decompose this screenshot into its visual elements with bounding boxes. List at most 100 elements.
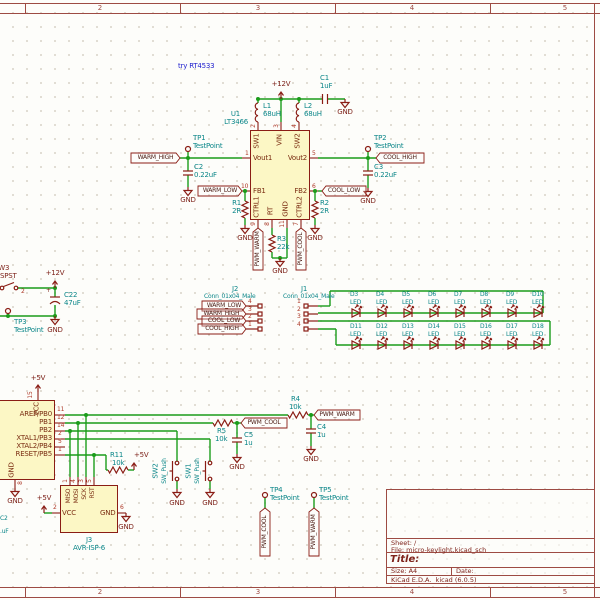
global-label-COOL_HIGH[interactable]	[197, 323, 247, 335]
schematic-text[interactable]: 5	[58, 438, 62, 445]
schematic-text[interactable]: SW_Push	[161, 458, 168, 484]
schematic-text[interactable]: 5	[86, 479, 93, 483]
schematic-text[interactable]: C3	[374, 163, 383, 171]
schematic-text[interactable]: TestPoint	[374, 142, 404, 150]
led-D15[interactable]	[455, 340, 466, 350]
switch-SW2[interactable]	[174, 476, 180, 482]
schematic-text[interactable]: SW2	[151, 463, 160, 479]
schematic-text[interactable]: 2	[58, 430, 62, 437]
schematic-text[interactable]: TP1	[193, 134, 206, 142]
schematic-text[interactable]: 4	[297, 321, 301, 328]
schematic-text[interactable]: FB2	[294, 187, 307, 195]
schematic-text[interactable]: RST	[89, 487, 96, 499]
schematic-text[interactable]: L1	[263, 102, 271, 110]
schematic-text[interactable]: GND	[7, 497, 23, 505]
schematic-text[interactable]: GND	[303, 455, 319, 463]
schematic-text[interactable]: GND	[307, 234, 323, 242]
schematic-text[interactable]: R4	[291, 395, 300, 403]
ic-mcu-body[interactable]	[0, 400, 55, 480]
schematic-text[interactable]: GND	[7, 462, 16, 478]
schematic-text[interactable]: 5	[312, 150, 316, 157]
global-label-PWM_COOL[interactable]	[259, 507, 271, 557]
schematic-text[interactable]: 15	[27, 391, 34, 399]
schematic-text[interactable]: 4	[70, 479, 77, 483]
schematic-text[interactable]: TestPoint	[14, 326, 44, 334]
switch-SW3[interactable]	[0, 285, 5, 291]
switch-SW2[interactable]	[174, 460, 180, 466]
schematic-text[interactable]: LT3466	[224, 118, 248, 126]
schematic-text[interactable]: 0.22uF	[374, 171, 397, 179]
schematic-text[interactable]: 3	[273, 124, 280, 128]
schematic-text[interactable]: Vout2	[287, 154, 307, 162]
schematic-text[interactable]: J3	[85, 536, 93, 544]
led-D5[interactable]	[403, 308, 414, 318]
schematic-text[interactable]: GND	[237, 234, 253, 242]
schematic-text[interactable]: R3	[277, 235, 286, 243]
schematic-text[interactable]: 7	[293, 222, 300, 226]
schematic-text[interactable]: C2	[194, 163, 203, 171]
led-D18[interactable]	[533, 340, 544, 350]
schematic-text[interactable]: GND	[100, 509, 116, 517]
schematic-text[interactable]: 14	[57, 422, 65, 429]
led-D16[interactable]	[481, 340, 492, 350]
schematic-text[interactable]: GND	[169, 499, 185, 507]
led-D13[interactable]	[403, 340, 414, 350]
schematic-text[interactable]: SCK	[81, 488, 88, 500]
inductor-L1[interactable]	[254, 102, 259, 123]
schematic-text[interactable]: 11	[279, 220, 286, 228]
testpoint-TP4[interactable]	[261, 491, 269, 499]
schematic-text[interactable]: 10k	[289, 403, 302, 411]
schematic-text[interactable]: PB2	[39, 426, 52, 434]
schematic-text[interactable]: U1	[230, 110, 240, 118]
schematic-text[interactable]: CTRL2	[295, 196, 304, 218]
schematic-text[interactable]: GND	[281, 201, 290, 217]
schematic-text[interactable]: PB1	[39, 418, 52, 426]
schematic-text[interactable]: Conn_01x04_Male	[204, 293, 256, 300]
schematic-text[interactable]: 1uF	[320, 82, 333, 90]
connector-j3-body[interactable]	[60, 485, 118, 533]
global-label-WARM_HIGH[interactable]	[196, 308, 247, 320]
global-label-PWM_COOL[interactable]	[295, 227, 307, 271]
led-D17[interactable]	[507, 340, 518, 350]
schematic-text[interactable]: 4	[248, 298, 252, 305]
schematic-text[interactable]: +5V	[30, 374, 46, 382]
schematic-text[interactable]: RESET/PB5	[15, 450, 53, 458]
global-label-PWM_WARM[interactable]	[308, 507, 320, 557]
schematic-text[interactable]: 3	[78, 479, 85, 483]
schematic-text[interactable]: 1	[58, 446, 62, 453]
schematic-text[interactable]: 68uH	[304, 110, 322, 118]
schematic-text[interactable]: GND	[272, 267, 288, 275]
resistor-R11[interactable]	[107, 465, 129, 475]
global-label-COOL_LOW[interactable]	[321, 185, 367, 197]
schematic-text[interactable]: 2	[53, 504, 57, 511]
global-label-PWM_WARM[interactable]	[252, 227, 264, 271]
resistor-R3[interactable]	[267, 234, 277, 253]
schematic-text[interactable]: +12V	[45, 269, 65, 277]
schematic-text[interactable]: GND	[118, 523, 134, 531]
schematic-text[interactable]: TP4	[270, 486, 283, 494]
schematic-text[interactable]: 4	[291, 124, 298, 128]
resistor-R2[interactable]	[310, 200, 320, 219]
schematic-text[interactable]: XTAL2/PB4	[16, 442, 52, 450]
schematic-text[interactable]: GND	[202, 499, 218, 507]
led-D10[interactable]	[533, 308, 544, 318]
schematic-text[interactable]: +5V	[134, 451, 149, 459]
polar-capacitor-C22[interactable]	[49, 300, 61, 305]
led-D4[interactable]	[377, 308, 388, 318]
led-D14[interactable]	[429, 340, 440, 350]
schematic-text[interactable]: SW1	[252, 133, 261, 149]
schematic-text[interactable]: TestPoint	[270, 494, 300, 502]
schematic-text[interactable]: MISO	[65, 488, 72, 504]
schematic-text[interactable]: 6	[312, 183, 316, 190]
schematic-text[interactable]: SW_Push	[194, 458, 201, 484]
schematic-text[interactable]: SW3	[0, 264, 10, 272]
schematic-text[interactable]: R2	[320, 199, 329, 207]
schematic-text[interactable]: 10k	[112, 459, 125, 467]
schematic-text[interactable]: L2	[304, 102, 312, 110]
schematic-text[interactable]: TestPoint	[193, 142, 223, 150]
testpoint-TP2[interactable]	[364, 145, 372, 153]
schematic-text[interactable]: 2R	[320, 207, 329, 215]
schematic-text[interactable]: R5	[217, 427, 226, 435]
schematic-text[interactable]: 2	[21, 288, 25, 295]
schematic-text[interactable]: 11	[57, 406, 65, 413]
